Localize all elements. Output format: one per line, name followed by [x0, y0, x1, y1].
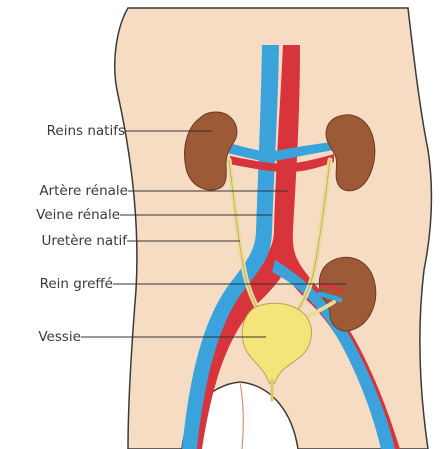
label-vessie: Vessie: [38, 329, 81, 345]
label-rein-greffe: Rein greffé: [40, 276, 113, 292]
label-reins-natifs: Reins natifs: [47, 123, 125, 139]
leg-crease: [240, 382, 243, 449]
label-uretere-natif: Uretère natif: [41, 233, 127, 249]
label-veine-renale: Veine rénale: [36, 207, 120, 223]
label-artere-renale: Artère rénale: [39, 183, 128, 199]
